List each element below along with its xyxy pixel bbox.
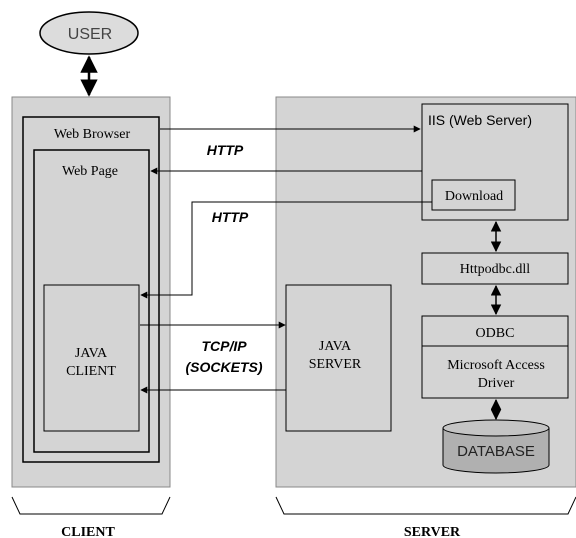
java-client-label-line2: CLIENT <box>66 364 116 379</box>
server-panel: IIS (Web Server) Download Httpodbc.dll O… <box>275 96 576 488</box>
user-node: USER <box>39 11 139 55</box>
client-panel: Web Browser Web Page JAVA CLIENT <box>11 96 171 488</box>
tcpip-label-line2: (SOCKETS) <box>186 359 263 375</box>
download-arrow <box>140 201 432 299</box>
database-cylinder: DATABASE <box>442 419 550 474</box>
web-browser-label: Web Browser <box>54 127 131 142</box>
tcpip-label-line1: TCP/IP <box>201 338 247 354</box>
http-bottom-label: HTTP <box>212 209 249 225</box>
java-server-box <box>285 284 392 432</box>
web-page-box <box>33 149 150 453</box>
download-label: Download <box>445 189 503 204</box>
http-top-label: HTTP <box>207 142 244 158</box>
httpodbc-box <box>421 252 569 285</box>
server-bracket <box>275 496 576 515</box>
java-client-label-line1: JAVA <box>75 346 108 361</box>
java-server-label-line1: JAVA <box>319 339 352 354</box>
server-label: SERVER <box>404 525 461 538</box>
iis-label: IIS (Web Server) <box>428 112 532 128</box>
odbc-box <box>421 315 569 399</box>
client-bracket <box>11 496 171 515</box>
client-label: CLIENT <box>61 525 115 538</box>
odbc-label: ODBC <box>476 326 515 341</box>
access-driver-label-line2: Driver <box>478 376 515 391</box>
web-browser-box <box>22 116 160 463</box>
access-driver-label-line1: Microsoft Access <box>447 358 545 373</box>
web-page-label: Web Page <box>62 164 118 179</box>
java-client-box <box>43 284 140 432</box>
download-box <box>431 179 516 211</box>
java-server-label-line2: SERVER <box>309 357 362 372</box>
httpodbc-label: Httpodbc.dll <box>460 262 530 277</box>
user-label: USER <box>68 26 112 43</box>
database-label: DATABASE <box>457 443 535 460</box>
